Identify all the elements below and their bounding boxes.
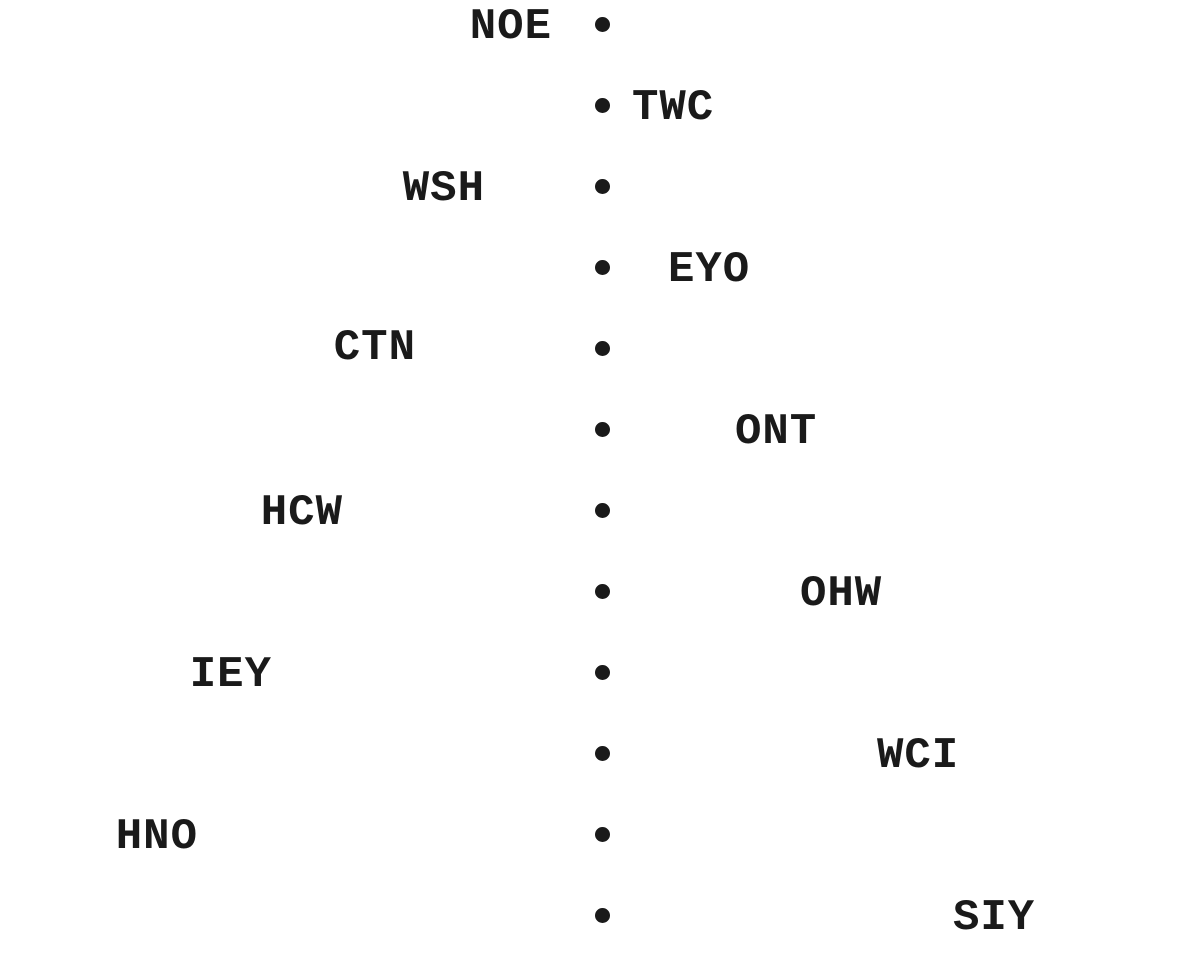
row-dot: [594, 583, 610, 599]
row-dot: [594, 421, 610, 437]
row-label: SIY: [953, 893, 1036, 943]
row-dot: [594, 259, 610, 275]
row-label: ONT: [735, 407, 818, 457]
row-dot: [594, 178, 610, 194]
row-dot: [594, 502, 610, 518]
row-dot: [594, 16, 610, 32]
row-label: IEY: [189, 650, 272, 700]
row-dot: [594, 826, 610, 842]
row-dot: [594, 340, 610, 356]
row-label: TWC: [632, 83, 715, 133]
row-label: WCI: [877, 731, 960, 781]
row-label: WSH: [402, 164, 485, 214]
row-label: HCW: [260, 488, 343, 538]
row-dot: [594, 745, 610, 761]
row-label: CTN: [333, 323, 416, 373]
row-label: NOE: [469, 2, 552, 52]
row-dot: [594, 907, 610, 923]
row-label: HNO: [115, 812, 198, 862]
row-label: EYO: [668, 245, 751, 295]
row-label: OHW: [800, 569, 883, 619]
row-dot: [594, 664, 610, 680]
row-dot: [594, 97, 610, 113]
